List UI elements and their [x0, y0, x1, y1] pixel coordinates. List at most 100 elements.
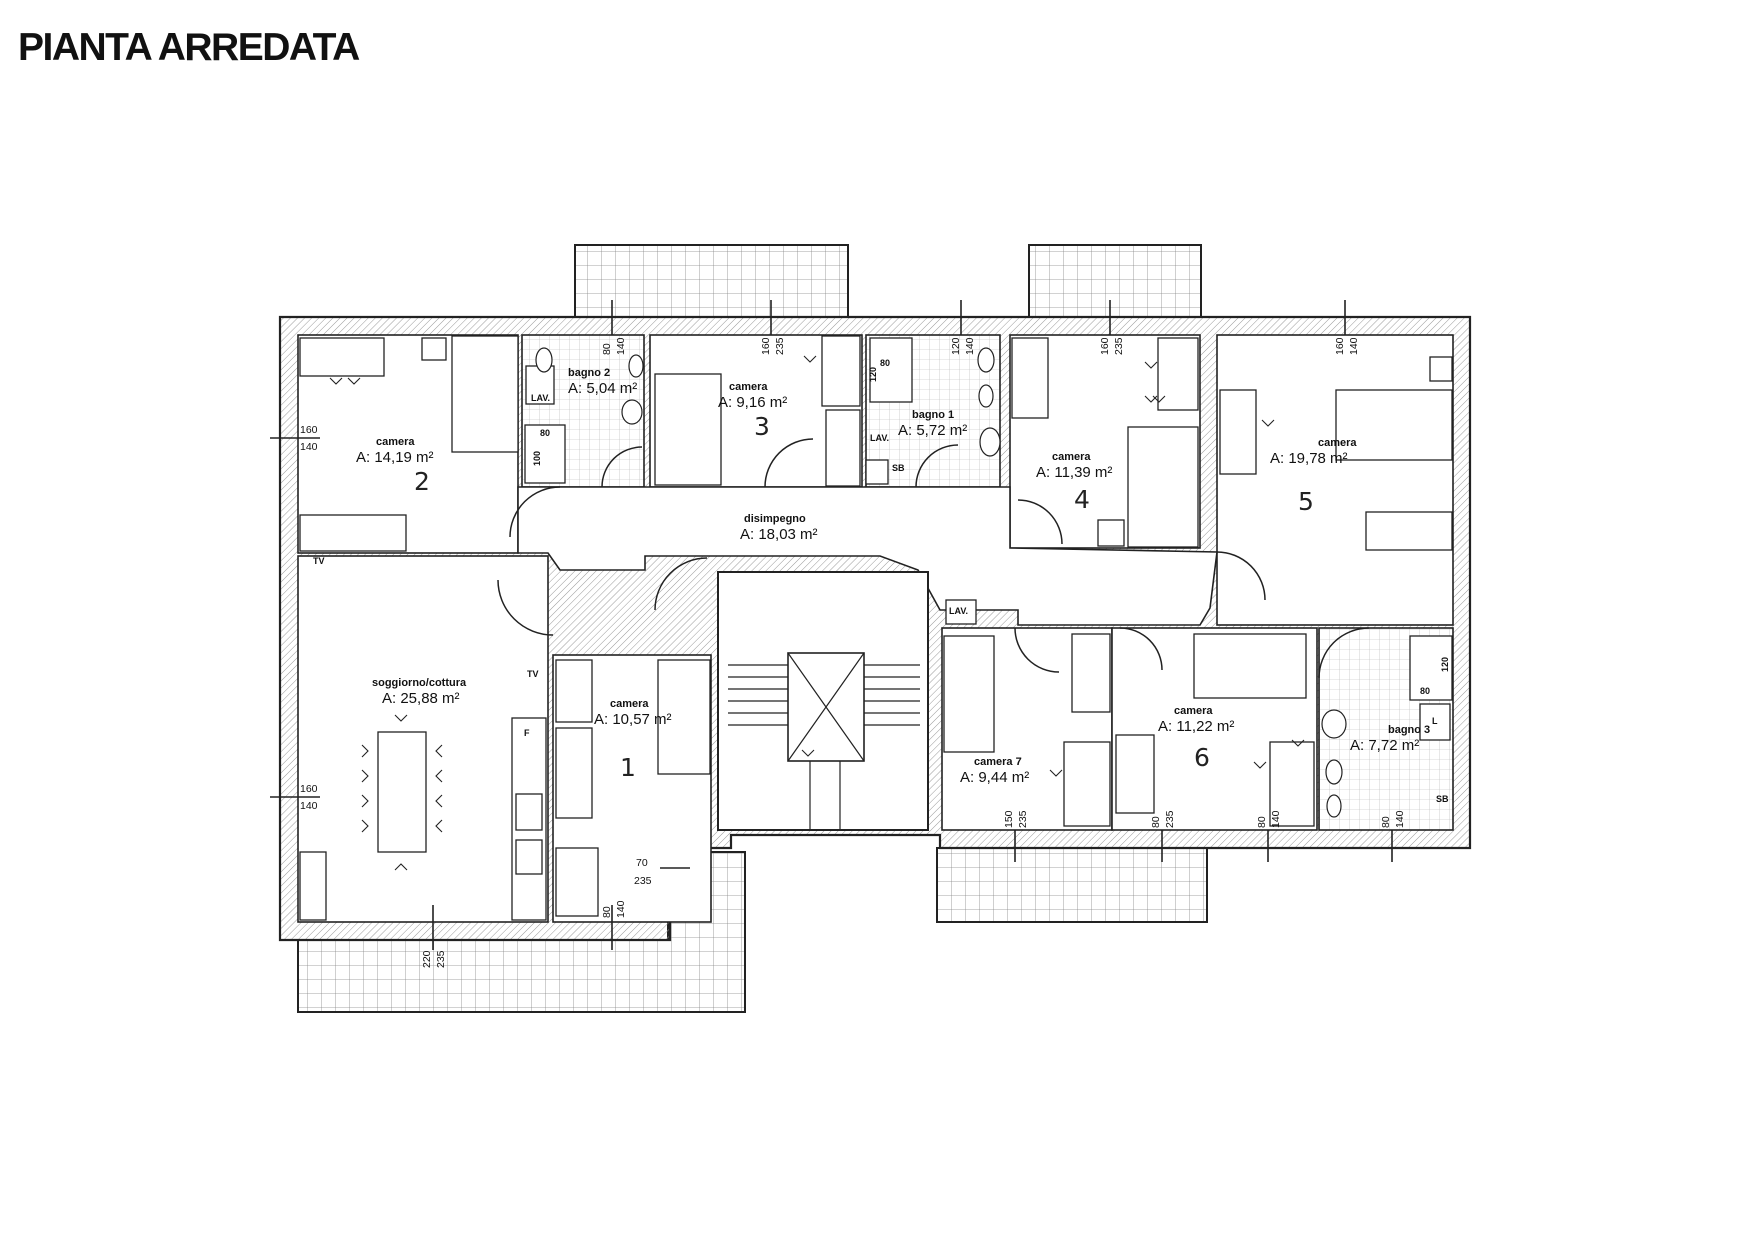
wardrobe [821, 335, 861, 407]
label-tv: TV [527, 669, 539, 679]
dim-window-camera-2-height: 140 [300, 441, 318, 453]
desk [825, 409, 861, 487]
stove [515, 793, 543, 831]
dim-window-camera-7-width: 150 [1003, 810, 1015, 828]
number-camera-2: 2 [414, 467, 430, 496]
area-camera-2: A: 14,19 m² [356, 449, 434, 466]
area-soggiorno: A: 25,88 m² [382, 690, 460, 707]
door-bagno-1 [915, 444, 959, 488]
label-camera-4: camera [1052, 451, 1091, 463]
bed [451, 335, 519, 453]
basin [1321, 709, 1347, 739]
dim-window-bagno-1-width: 120 [950, 337, 962, 355]
desk [1269, 741, 1315, 827]
label-camera-6: camera [1174, 705, 1213, 717]
dim-window-camera-6b-width: 80 [1256, 816, 1268, 828]
toilet [977, 347, 995, 373]
bed [1127, 426, 1199, 548]
dim-window-camera-3-width: 160 [760, 337, 772, 355]
dim-window-bagno-3-height: 140 [1394, 810, 1406, 828]
shower [1409, 635, 1453, 701]
label-disimpegno: disimpegno [744, 513, 806, 525]
label-tv: TV [313, 556, 325, 566]
bidet [978, 384, 994, 408]
door-camera-3 [764, 438, 814, 488]
area-bagno-1: A: 5,72 m² [898, 422, 967, 439]
desk [555, 847, 599, 917]
dim-window-camera-5-height: 140 [1348, 337, 1360, 355]
bed [657, 659, 711, 775]
dim-window-bagno-3-width: 80 [1380, 816, 1392, 828]
balcony-top-right [1028, 244, 1202, 318]
label-shower-side: 120 [1440, 657, 1450, 672]
area-camera-7: A: 9,44 m² [960, 769, 1029, 786]
page-title: PIANTA ARREDATA [18, 26, 360, 69]
dim-window-camera-4-height: 235 [1113, 337, 1125, 355]
shower [869, 337, 913, 403]
bed [654, 373, 722, 486]
desk [1365, 511, 1453, 551]
label-shower-side: 120 [868, 367, 878, 382]
dim-window-soggiorno-bottom-height: 235 [435, 950, 447, 968]
desk [1011, 337, 1049, 419]
area-bagno-2: A: 5,04 m² [568, 380, 637, 397]
label-camera-5: camera [1318, 437, 1357, 449]
label-bagno-2: bagno 2 [568, 367, 610, 379]
dim-window-bagno-1-height: 140 [964, 337, 976, 355]
dim-window-camera-5-width: 160 [1334, 337, 1346, 355]
basin [979, 427, 1001, 457]
label-camera-2: camera [376, 436, 415, 448]
laundry [1419, 703, 1451, 741]
desk [555, 727, 593, 819]
stairwell [717, 571, 929, 831]
toilet [535, 347, 553, 373]
label-lav: LAV. [949, 606, 968, 616]
door-camera-2 [509, 486, 561, 538]
wardrobe [299, 514, 407, 552]
desk [299, 337, 385, 377]
door-camera-6 [1119, 627, 1163, 671]
washbasin [525, 365, 555, 405]
dim-window-soggiorno-height: 140 [300, 800, 318, 812]
label-lav: LAV. [531, 393, 550, 403]
door-bagno-3 [1318, 627, 1370, 679]
balcony-bottom-right [936, 847, 1208, 923]
nightstand [421, 337, 447, 361]
chairs [329, 355, 1305, 871]
room-camera-5 [1216, 334, 1454, 626]
label-bagno-3: bagno 3 [1388, 724, 1430, 736]
basin [621, 399, 643, 425]
door-bagno-2 [601, 446, 643, 488]
dim-window-bagno-2-height: 140 [615, 337, 627, 355]
sofa [299, 851, 327, 921]
label-soggiorno: soggiorno/cottura [372, 677, 467, 689]
nightstand [1429, 356, 1453, 382]
door-camera-7 [1014, 627, 1060, 673]
dim-window-soggiorno-width: 160 [300, 783, 318, 795]
bidet [628, 354, 644, 378]
dining-table [377, 731, 427, 853]
label-shower: 80 [880, 358, 890, 368]
label-shower: 80 [540, 428, 550, 438]
area-camera-1: A: 10,57 m² [594, 711, 672, 728]
toilet [1325, 759, 1343, 785]
number-camera-1: 1 [620, 753, 636, 782]
label-sb: SB [892, 463, 905, 473]
dim-window-camera-6a-height: 235 [1164, 810, 1176, 828]
dim-window-camera-1-bottom-height: 140 [615, 900, 627, 918]
number-camera-4: 4 [1074, 485, 1090, 514]
dim-window-camera-1-side-height: 235 [634, 875, 652, 887]
area-camera-4: A: 11,39 m² [1036, 464, 1112, 481]
dim-window-camera-2-width: 160 [300, 424, 318, 436]
label-shower: 80 [1420, 686, 1430, 696]
wardrobe [1219, 389, 1257, 475]
number-camera-3: 3 [754, 412, 770, 441]
door-swings [497, 438, 1370, 679]
dim-window-camera-4-width: 160 [1099, 337, 1111, 355]
desk [1063, 741, 1111, 827]
dim-window-camera-1-side-width: 70 [636, 857, 648, 869]
wardrobe [1115, 734, 1155, 814]
shower [524, 424, 566, 484]
dim-window-camera-7-height: 235 [1017, 810, 1029, 828]
label-sb: SB [1436, 794, 1449, 804]
